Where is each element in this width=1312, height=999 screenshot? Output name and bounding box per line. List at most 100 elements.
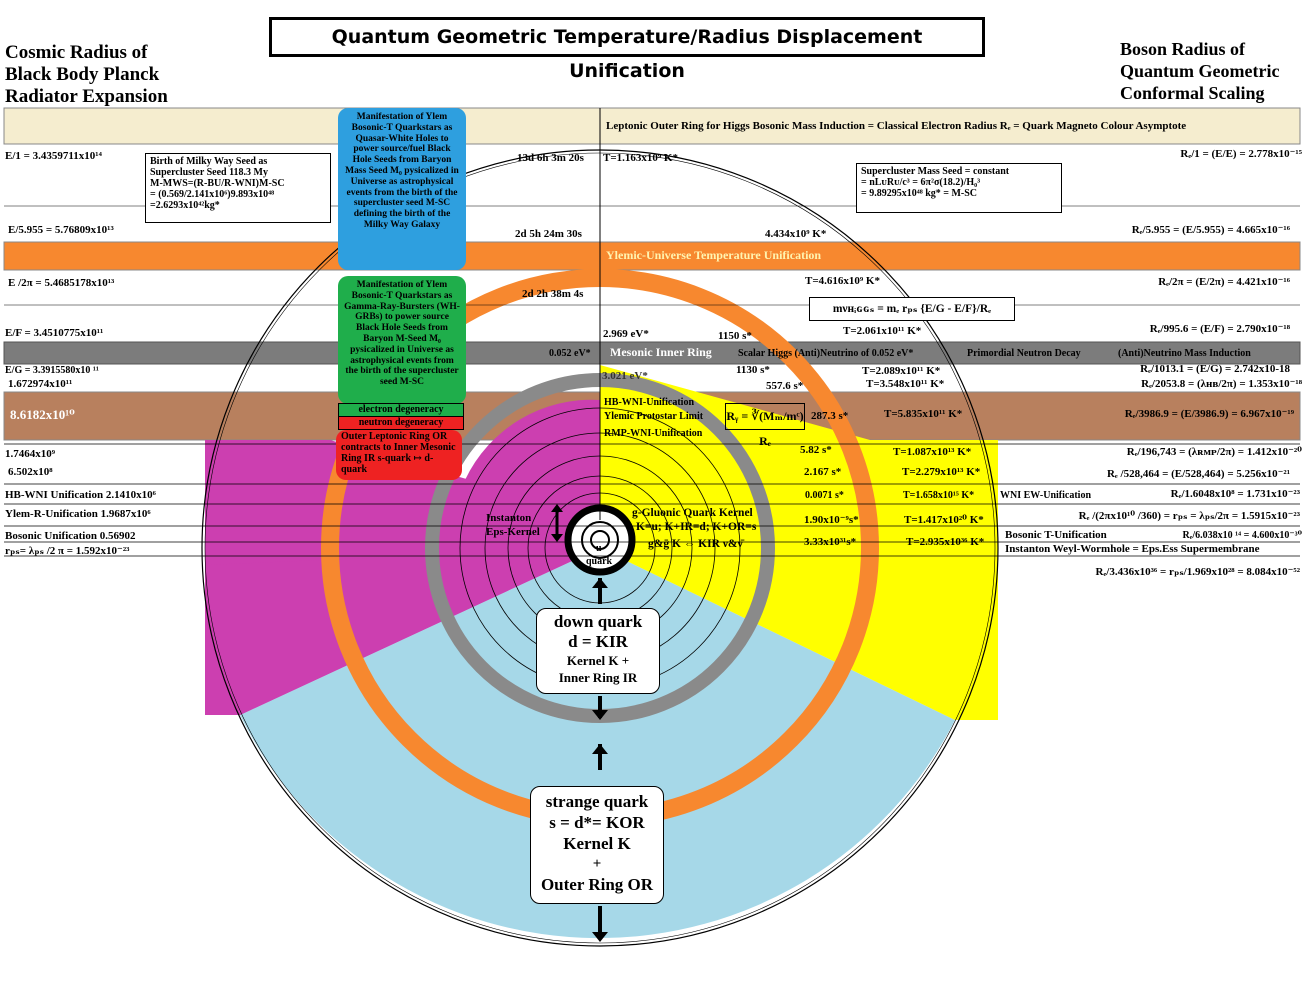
arrow-down-icon bbox=[592, 710, 608, 720]
band-ylemic bbox=[3, 241, 1301, 271]
neutron-degeneracy: neutron degeneracy bbox=[338, 416, 464, 430]
down-quark-title: down quark bbox=[553, 612, 643, 631]
time-8: 5.82 s* bbox=[800, 444, 832, 456]
strange-quark-plus: + bbox=[592, 856, 602, 872]
milky-way-line: Supercluster Seed 118.3 My bbox=[150, 167, 268, 178]
supercluster-line: = nLᴜRᴜ/c³ = 6π²σ(18.2)/H₀³ bbox=[861, 177, 981, 188]
down-quark-line: Kernel K + bbox=[566, 653, 630, 668]
temp-12: T=2.935x10³⁶ K* bbox=[906, 536, 985, 548]
ylemic-band-label: Ylemic-Universe Temperature Unification bbox=[606, 248, 822, 262]
strange-quark-title: strange quark bbox=[545, 792, 649, 811]
rmp-wni-label: RMP-WNI-Unification bbox=[604, 428, 703, 439]
down-quark-line: Inner Ring IR bbox=[558, 670, 638, 685]
left-value-eg: E/G = 3.3915580x10 ¹¹ bbox=[5, 365, 99, 376]
left-heading-1: Cosmic Radius of bbox=[5, 42, 148, 63]
right-value-re1: Rₑ/1 = (E/E) = 2.778x10⁻¹⁵ bbox=[1180, 148, 1302, 160]
down-quark-box: down quark d = KIR Kernel K + Inner Ring… bbox=[536, 608, 660, 694]
right-value-re528464: Rₑ /528,464 = (E/528,464) = 5.256x10⁻²¹ bbox=[1106, 468, 1290, 480]
gluonic-label-2: K=u; K+IR=d; K+OR=s bbox=[636, 521, 757, 533]
electron-degeneracy-text: electron degeneracy bbox=[358, 404, 444, 415]
temp-11: T=1.417x10²⁰ K* bbox=[904, 514, 984, 526]
temp-6: T=3.548x10¹¹ K* bbox=[866, 378, 945, 390]
milky-way-line: Birth of Milky Way Seed as bbox=[150, 156, 268, 167]
down-quark-formula: d = KIR bbox=[568, 632, 628, 651]
hb-wni-label: HB-WNI-Unification bbox=[604, 397, 694, 408]
instanton-weyl-label: Instanton Weyl-Wormhole = Eps.Ess Superm… bbox=[1005, 543, 1260, 555]
right-value-re10131: Rₑ/1013.1 = (E/G) = 2.742x10-18 bbox=[1140, 363, 1290, 375]
higgs-formula-box: mνʜᵢɢɢₛ = mₑ rₚₛ {E/G - E/F}/Rₑ bbox=[809, 297, 1015, 321]
time-5: 1130 s* bbox=[736, 364, 770, 376]
arrow-down-icon bbox=[592, 932, 608, 942]
time-3: 2d 2h 38m 4s bbox=[522, 288, 584, 300]
arrow-up-icon bbox=[592, 578, 608, 588]
left-heading-2: Black Body Planck bbox=[5, 64, 160, 85]
title-box: Quantum Geometric Temperature/Radius Dis… bbox=[269, 17, 985, 82]
double-arrow-up-icon bbox=[551, 504, 563, 512]
mesonic-left-value: 0.052 eV* bbox=[549, 348, 591, 359]
right-value-re2pi10: Rₑ /(2πx10¹⁰ /360) = rₚₛ = λₚₛ/2π = 1.59… bbox=[1078, 510, 1300, 522]
temp-5: T=2.089x10¹¹ K* bbox=[862, 365, 941, 377]
callout-red-text: Outer Leptonic Ring OR contracts to Inne… bbox=[341, 431, 456, 475]
ry-formula: Rᵧ = ∛(Mₘ/mᶜ) Rₑ bbox=[726, 409, 804, 448]
quark-label: quark bbox=[586, 556, 613, 567]
left-value-1672: 1.672974x10¹¹ bbox=[8, 378, 73, 390]
callout-green-text: Manifestation of Ylem Bosonic-T Quarksta… bbox=[344, 280, 460, 388]
energy-1: 2.969 eV* bbox=[603, 328, 649, 340]
right-heading-1: Boson Radius of bbox=[1120, 39, 1246, 59]
mesonic-right-2: Primordial Neutron Decay bbox=[967, 348, 1081, 359]
left-value-ylem-r: Ylem-R-Unification 1.9687x10⁶ bbox=[5, 508, 151, 520]
page-title: Quantum Geometric Temperature/Radius Dis… bbox=[331, 26, 923, 82]
callout-red: Outer Leptonic Ring OR contracts to Inne… bbox=[336, 430, 462, 480]
strange-quark-line: Outer Ring OR bbox=[540, 875, 654, 894]
left-value-hb-wni: HB-WNI Unification 2.1410x10⁶ bbox=[5, 489, 156, 501]
bosonic-t-label: Bosonic T-Unification bbox=[1005, 529, 1107, 541]
time-11: 1.90x10⁻⁹s* bbox=[804, 514, 859, 526]
milky-way-line: =2.6293x10⁴²kg* bbox=[150, 200, 220, 211]
left-value-ef: E/F = 3.4510775x10¹¹ bbox=[5, 327, 104, 339]
left-value-e2pi: E /2π = 5.4685178x10¹³ bbox=[8, 277, 115, 289]
time-4: 1150 s* bbox=[718, 330, 752, 342]
neutron-degeneracy-text: neutron degeneracy bbox=[358, 417, 444, 428]
temp-2: 4.434x10⁹ K* bbox=[765, 228, 827, 240]
ry-formula-box: Rᵧ = ∛(Mₘ/mᶜ) Rₑ bbox=[725, 403, 805, 448]
right-value-re196743: Rₑ/196,743 = (λʀᴍᴘ/2π) = 1.412x10⁻²⁰ bbox=[1126, 446, 1302, 458]
left-value-17464: 1.7464x10⁹ bbox=[5, 448, 56, 460]
time-2: 2d 5h 24m 30s bbox=[515, 228, 582, 240]
time-9: 2.167 s* bbox=[804, 466, 842, 478]
band-mesonic bbox=[3, 341, 1301, 365]
time-6: 557.6 s* bbox=[766, 380, 804, 392]
temp-3: T=4.616x10⁹ K* bbox=[805, 275, 880, 287]
left-value-rps: rₚₛ= λₚₛ /2 π = 1.592x10⁻²³ bbox=[5, 545, 130, 557]
mesonic-right-3: (Anti)Neutrino Mass Induction bbox=[1118, 348, 1251, 359]
left-value-e5955: E/5.955 = 5.76809x10¹³ bbox=[8, 224, 114, 236]
sector-yellow bbox=[600, 365, 998, 720]
time-7: 287.3 s* bbox=[811, 410, 849, 422]
strange-quark-line: Kernel K bbox=[563, 834, 631, 853]
instanton-label-1: Instanton bbox=[486, 512, 532, 524]
left-value-e1: E/1 = 3.4359711x10¹⁴ bbox=[5, 150, 102, 162]
higgs-formula: mνʜᵢɢɢₛ = mₑ rₚₛ {E/G - E/F}/Rₑ bbox=[832, 303, 992, 315]
temp-10: T=1.658x10¹⁵ K* bbox=[903, 490, 975, 501]
right-value-re9956: Rₑ/995.6 = (E/F) = 2.790x10⁻¹⁸ bbox=[1149, 323, 1290, 335]
energy-2: 3.021 eV* bbox=[602, 370, 648, 382]
left-value-6502: 6.502x10⁸ bbox=[8, 466, 53, 478]
ylemic-protostar-label: Ylemic Protostar Limit bbox=[604, 411, 704, 422]
strange-quark-box: strange quark s = d*= KOR Kernel K + Out… bbox=[530, 786, 664, 904]
right-heading-3: Conformal Scaling bbox=[1120, 83, 1265, 103]
gluonic-label-1: g-Gluonic Quark Kernel bbox=[632, 507, 753, 519]
strange-quark-formula: s = d*= KOR bbox=[549, 813, 645, 832]
left-value-8618: 8.6182x10¹⁰ bbox=[10, 407, 75, 422]
right-value-re20538: Rₑ/2053.8 = (λʜʙ/2π) = 1.353x10⁻¹⁸ bbox=[1141, 378, 1302, 390]
arrow-up-icon bbox=[592, 744, 608, 754]
right-value-re16048: Rₑ/1.6048x10⁸ = 1.731x10⁻²³ bbox=[1170, 488, 1300, 500]
right-value-re6038: Rₑ/6.038x10 ¹⁴ = 4.600x10⁻³⁰ bbox=[1182, 530, 1302, 541]
sector-group bbox=[205, 365, 998, 939]
time-12: 3.33x10³¹s* bbox=[804, 536, 857, 548]
temp-1: T=1.163x10⁹ K* bbox=[603, 152, 678, 164]
time-1: 13d 6h 3m 20s bbox=[517, 152, 584, 164]
mesonic-band-label: Mesonic Inner Ring bbox=[610, 345, 712, 359]
callout-blue-text: Manifestation of Ylem Bosonic-T Quarksta… bbox=[345, 112, 459, 230]
wni-ew-label: WNI EW-Unification bbox=[1000, 490, 1092, 501]
milky-way-box: Birth of Milky Way Seed as Supercluster … bbox=[145, 153, 331, 223]
